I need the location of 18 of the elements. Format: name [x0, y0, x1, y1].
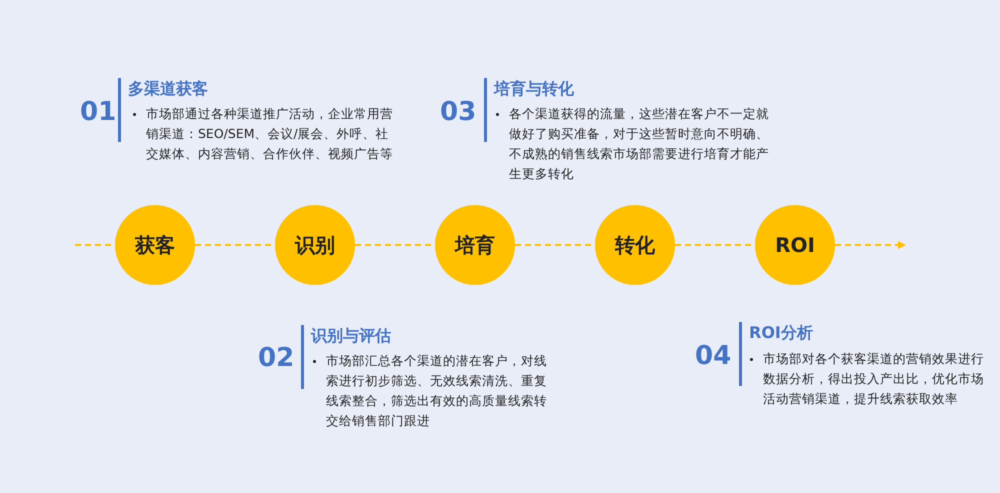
- step-description: 市场部通过各种渠道推广活动，企业常用营销渠道：SEO/SEM、会议/展会、外呼、社交媒体、内容营销、合作伙伴、视频广告等: [146, 105, 394, 163]
- step-description: 市场部对各个获客渠道的营销效果进行数据分析，得出投入产出比，优化市场活动营销渠道，提升线索获取效率: [763, 350, 985, 408]
- step-circle: 获客: [115, 205, 195, 285]
- step-number: 03: [440, 97, 476, 127]
- step-circle: ROI: [755, 205, 835, 285]
- step-circle: 转化: [595, 205, 675, 285]
- step-number: 01: [80, 97, 116, 127]
- step-number: 02: [258, 343, 294, 373]
- step-circle: 培育: [435, 205, 515, 285]
- step-number: 04: [695, 341, 732, 371]
- step-heading: 识别与评估: [311, 326, 391, 347]
- step-heading: 培育与转化: [494, 79, 574, 100]
- step-circle: 识别: [275, 205, 355, 285]
- step-description: 市场部汇总各个渠道的潜在客户，对线索进行初步筛选、无效线索清洗、重复线索整合，筛选出有效的高质量线索转交给销售部门跟进: [326, 352, 548, 430]
- step-description: 各个渠道获得的流量，这些潜在客户不一定就做好了购买准备，对于这些暂时意向不明确、不成熟的销售线索市场部需要进行培育才能产生更多转化: [509, 105, 769, 183]
- step-heading: ROI分析: [749, 323, 813, 344]
- step-heading: 多渠道获客: [128, 79, 208, 100]
- connector-arrow: [835, 241, 906, 249]
